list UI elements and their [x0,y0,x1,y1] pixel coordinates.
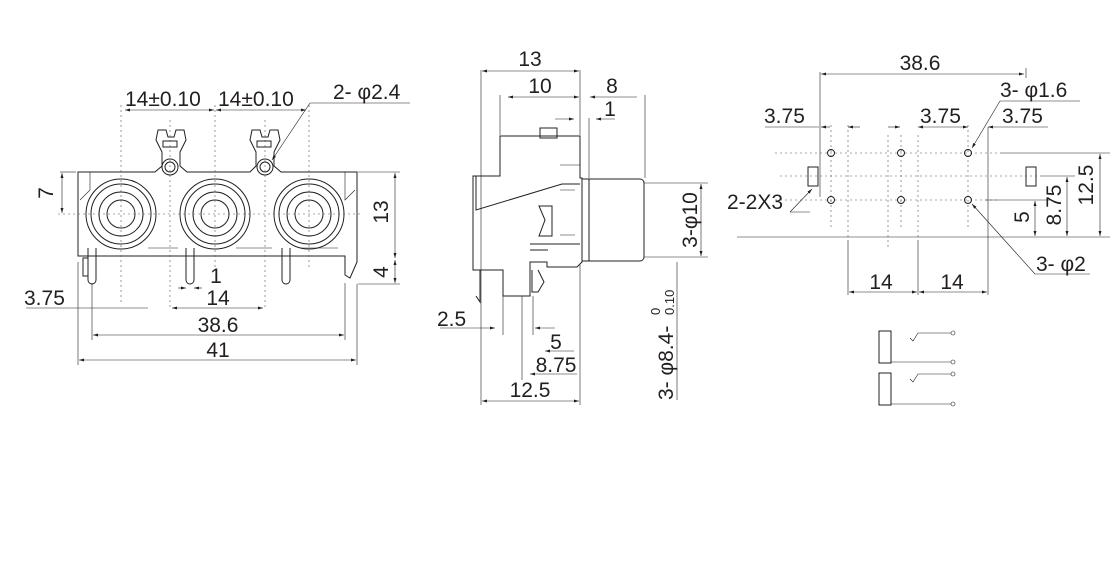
pcb-holes [807,149,1037,204]
pcb-slot [1025,166,1037,187]
pcb-hole [964,196,972,204]
front-centerlines [58,105,360,310]
pcb-span-label: 38.6 [900,52,941,75]
front-height-13-label: 13 [370,200,393,223]
front-pitch-left-label: 14±0.10 [125,88,201,111]
pcb-offset-mid-label: 3.75 [920,105,961,128]
front-pin-width-label: 1 [210,265,222,288]
side-jack-dia-label: 3-φ10 [679,192,702,248]
side-jack-inner-dia: 3- φ8.4- 0 0.10 [648,290,678,400]
circuit-schematic [878,330,956,407]
front-hole-dia-label: 2- φ2.4 [333,81,401,104]
pcb-hole [897,149,905,157]
side-pin-2-5-label: 2.5 [437,308,466,331]
schematic-jack-1 [878,330,956,365]
side-depth-13-label: 13 [518,48,541,71]
side-jack-tol-lower: 0.10 [662,290,677,315]
pcb-slot-label: 2-2X3 [727,191,783,214]
pcb-centerlines [775,125,1040,250]
side-pin-8-75-label: 8.75 [536,354,577,377]
front-body-outline [77,129,358,279]
side-view: 13 10 8 1 3-φ10 3- φ8.4- 0 0.10 2.5 5 8.… [437,48,708,405]
jack-left [85,178,157,250]
pcb-pitch-2-label: 14 [940,271,964,294]
side-flange-1-label: 1 [604,98,616,121]
front-overall-width-label: 41 [206,339,229,362]
pcb-row-8-75-label: 8.75 [1043,185,1066,226]
front-height-4-label: 4 [370,266,393,278]
front-pin-span-label: 38.6 [198,314,239,337]
side-jack-tol-upper: 0 [648,308,663,315]
pcb-offset-left-label: 3.75 [764,105,805,128]
pcb-hole [964,149,972,157]
front-height-7-label: 7 [35,187,58,199]
pcb-hole [827,196,835,204]
side-pin-5-label: 5 [550,331,562,354]
pcb-row-12-5-label: 12.5 [1075,165,1098,206]
pcb-row-5-label: 5 [1011,211,1034,223]
pcb-slot [807,166,819,187]
front-pins [82,247,338,285]
side-pin-12-5-label: 12.5 [510,379,551,402]
pcb-layout-view: 38.6 3- φ1.6 3.75 3.75 3.75 2-2X3 12.5 8… [727,52,1110,295]
side-protrusion-8-label: 8 [606,75,618,98]
schematic-jack-2 [878,371,956,407]
pcb-dimensions: 38.6 3- φ1.6 3.75 3.75 3.75 2-2X3 12.5 8… [727,52,1110,295]
side-depth-10-label: 10 [528,75,551,98]
pcb-hole-small-label: 3- φ1.6 [1000,79,1067,102]
pcb-pitch-1-label: 14 [869,271,893,294]
pcb-hole-large-label: 3- φ2 [1036,253,1086,276]
pcb-hole [827,149,835,157]
side-dimensions: 13 10 8 1 3-φ10 3- φ8.4- 0 0.10 2.5 5 8.… [437,48,708,405]
front-pin-offset-label: 3.75 [24,287,65,310]
front-dimensions: 14±0.10 14±0.10 2- φ2.4 7 13 4 1 14 3.75… [24,81,410,365]
pcb-hole [897,196,905,204]
side-body-outline [472,127,645,304]
front-view: 14±0.10 14±0.10 2- φ2.4 7 13 4 1 14 3.75… [24,81,410,365]
side-jack-inner-dia-label: 3- φ8.4- [655,326,678,400]
pcb-offset-right-label: 3.75 [1002,105,1043,128]
front-pitch-right-label: 14±0.10 [218,88,294,111]
front-pin-pitch-label: 14 [206,287,230,310]
